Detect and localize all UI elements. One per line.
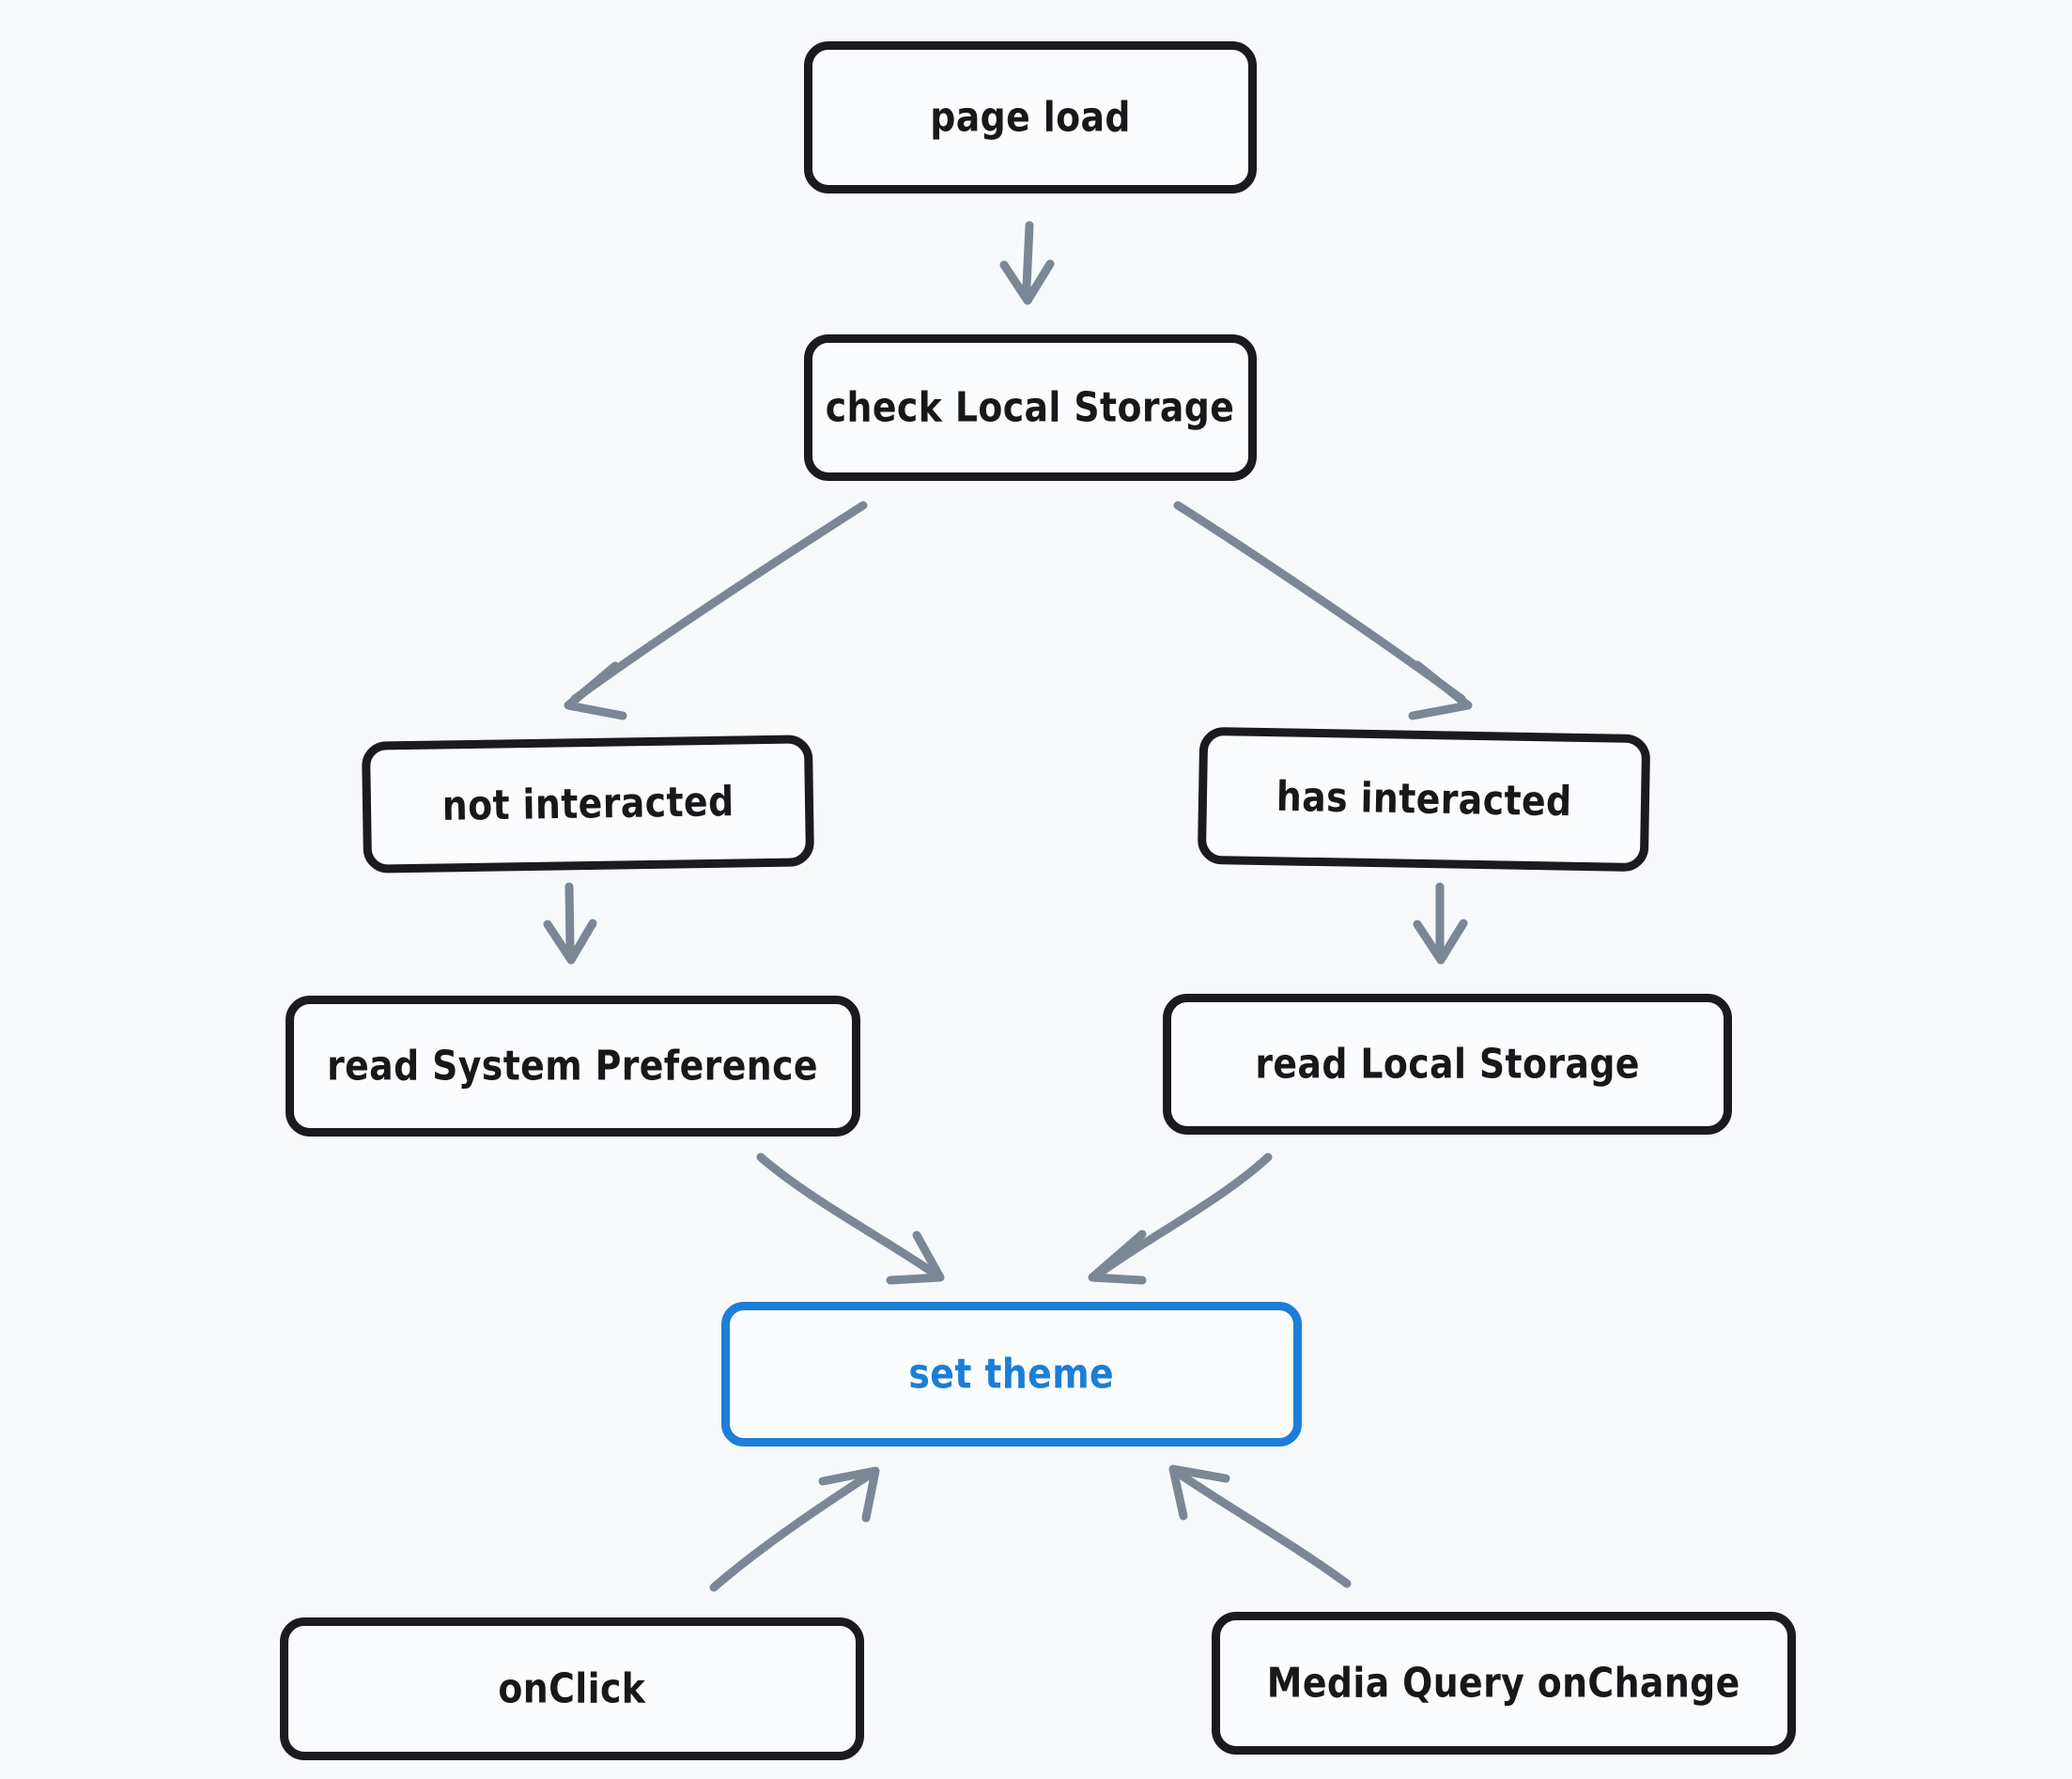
edge-onclick-to-set-theme	[709, 1466, 880, 1592]
node-has-interacted[interactable]: has interacted	[1197, 726, 1651, 873]
node-media-query-onchange[interactable]: Media Query onChange	[1212, 1612, 1796, 1755]
edge-has-interacted-to-read-local	[1413, 882, 1468, 965]
node-set-theme-label: set theme	[908, 1350, 1115, 1399]
edge-check-local-to-has-interacted	[1173, 501, 1473, 720]
node-read-local-storage[interactable]: read Local Storage	[1163, 994, 1732, 1135]
node-check-local-storage-label: check Local Storage	[826, 383, 1235, 432]
edge-read-local-to-set-theme	[1088, 1152, 1273, 1285]
node-not-interacted[interactable]: not interacted	[361, 735, 815, 874]
node-read-system-preference[interactable]: read System Preference	[286, 996, 860, 1137]
node-set-theme[interactable]: set theme	[721, 1302, 1302, 1446]
node-media-query-onchange-label: Media Query onChange	[1267, 1659, 1740, 1708]
edge-page-load-to-check-local	[999, 221, 1055, 305]
edge-media-query-to-set-theme	[1168, 1464, 1352, 1588]
node-page-load[interactable]: page load	[804, 41, 1257, 193]
node-check-local-storage[interactable]: check Local Storage	[804, 334, 1257, 481]
node-onclick[interactable]: onClick	[280, 1617, 864, 1760]
edge-check-local-to-not-interacted	[564, 501, 868, 720]
node-not-interacted-label: not interacted	[441, 778, 734, 830]
node-onclick-label: onClick	[498, 1664, 646, 1713]
node-page-load-label: page load	[930, 93, 1131, 142]
node-read-system-preference-label: read System Preference	[327, 1042, 819, 1091]
edge-not-interacted-to-read-system	[543, 882, 597, 965]
node-has-interacted-label: has interacted	[1276, 773, 1572, 826]
edge-read-system-to-set-theme	[756, 1152, 945, 1285]
node-read-local-storage-label: read Local Storage	[1255, 1040, 1640, 1089]
